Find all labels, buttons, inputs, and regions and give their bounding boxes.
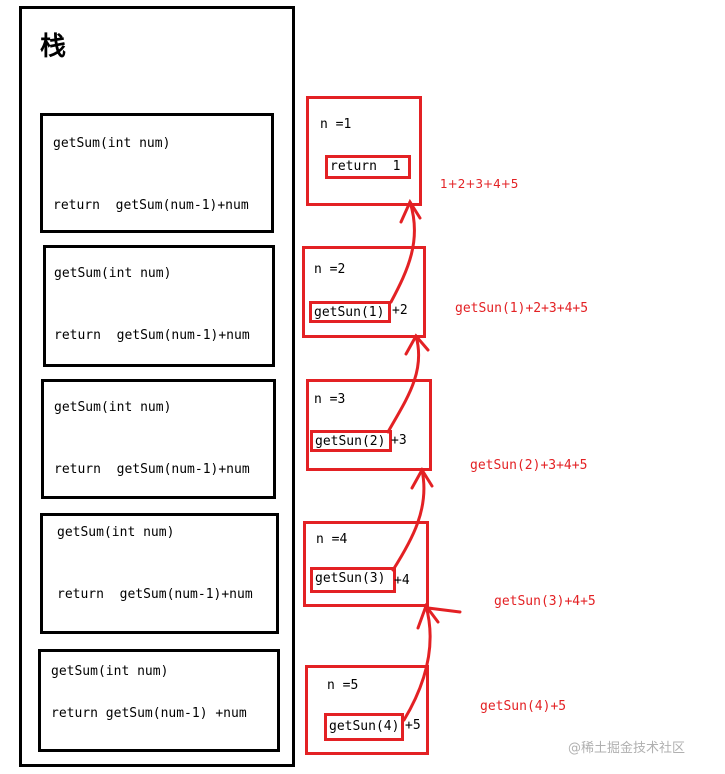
- expression-n5: getSun(4)+5: [480, 699, 567, 714]
- call-box-n5: [305, 665, 429, 755]
- call-box-n3: [306, 379, 432, 471]
- frame-2-signature: getSum(int num): [54, 266, 172, 281]
- stack-title: 栈: [40, 32, 67, 62]
- stack-frame-5: [38, 649, 280, 752]
- arrow-n5-to-n4: [402, 604, 432, 722]
- call-n4-suffix: +4: [394, 573, 410, 588]
- stack-container: [19, 6, 295, 767]
- expression-n2: getSun(1)+2+3+4+5: [455, 301, 589, 316]
- expression-n4: getSun(3)+4+5: [494, 594, 596, 609]
- call-n1-return: return 1: [325, 155, 411, 179]
- call-n3-label: n =3: [314, 392, 346, 407]
- arrow-n3-to-n2: [386, 334, 421, 434]
- call-n4-label: n =4: [316, 532, 348, 547]
- stack-frame-3: [41, 379, 276, 499]
- call-n5-suffix: +5: [405, 718, 421, 733]
- arrow-n2-to-n1-head: [399, 198, 422, 224]
- stack-frame-4: [40, 513, 279, 634]
- frame-3-body: return getSum(num-1)+num: [54, 462, 250, 477]
- arrow-n4-to-n3: [391, 468, 426, 572]
- arrow-n2-to-n1: [389, 200, 416, 304]
- call-n5-inner: getSun(4): [324, 713, 404, 741]
- call-n4-inner: getSun(3): [310, 567, 396, 593]
- call-n2-label: n =2: [314, 262, 346, 277]
- arrow-n4-to-n3-head: [410, 467, 434, 490]
- stack-frame-1: [40, 113, 274, 233]
- expression-n1: 1+2+3+4+5: [440, 177, 519, 191]
- call-n1-label: n =1: [320, 117, 352, 132]
- frame-1-body: return getSum(num-1)+num: [53, 198, 249, 213]
- frame-3-signature: getSum(int num): [54, 400, 172, 415]
- arrow-n5-to-n4-head: [416, 602, 440, 630]
- call-n2-inner: getSun(1): [309, 301, 391, 323]
- arrow-n3-to-n2-head: [404, 333, 430, 356]
- call-box-n4: [303, 521, 429, 607]
- frame-5-signature: getSum(int num): [51, 664, 169, 679]
- frame-1-signature: getSum(int num): [53, 136, 171, 151]
- call-n3-suffix: +3: [391, 433, 407, 448]
- frame-2-body: return getSum(num-1)+num: [54, 328, 250, 343]
- frame-5-body: return getSum(num-1) +num: [51, 706, 247, 721]
- call-n5-label: n =5: [327, 678, 359, 693]
- call-n2-suffix: +2: [392, 303, 408, 318]
- frame-4-signature: getSum(int num): [57, 525, 175, 540]
- call-box-n2: [302, 246, 426, 338]
- call-n3-inner: getSun(2): [310, 430, 392, 452]
- call-box-n1: [306, 96, 422, 206]
- watermark: @稀土掘金技术社区: [568, 741, 686, 756]
- expression-n3: getSun(2)+3+4+5: [470, 458, 588, 473]
- frame-4-body: return getSum(num-1)+num: [57, 587, 253, 602]
- arrow-n5-to-n4-tick: [426, 606, 462, 614]
- stack-frame-2: [43, 245, 275, 367]
